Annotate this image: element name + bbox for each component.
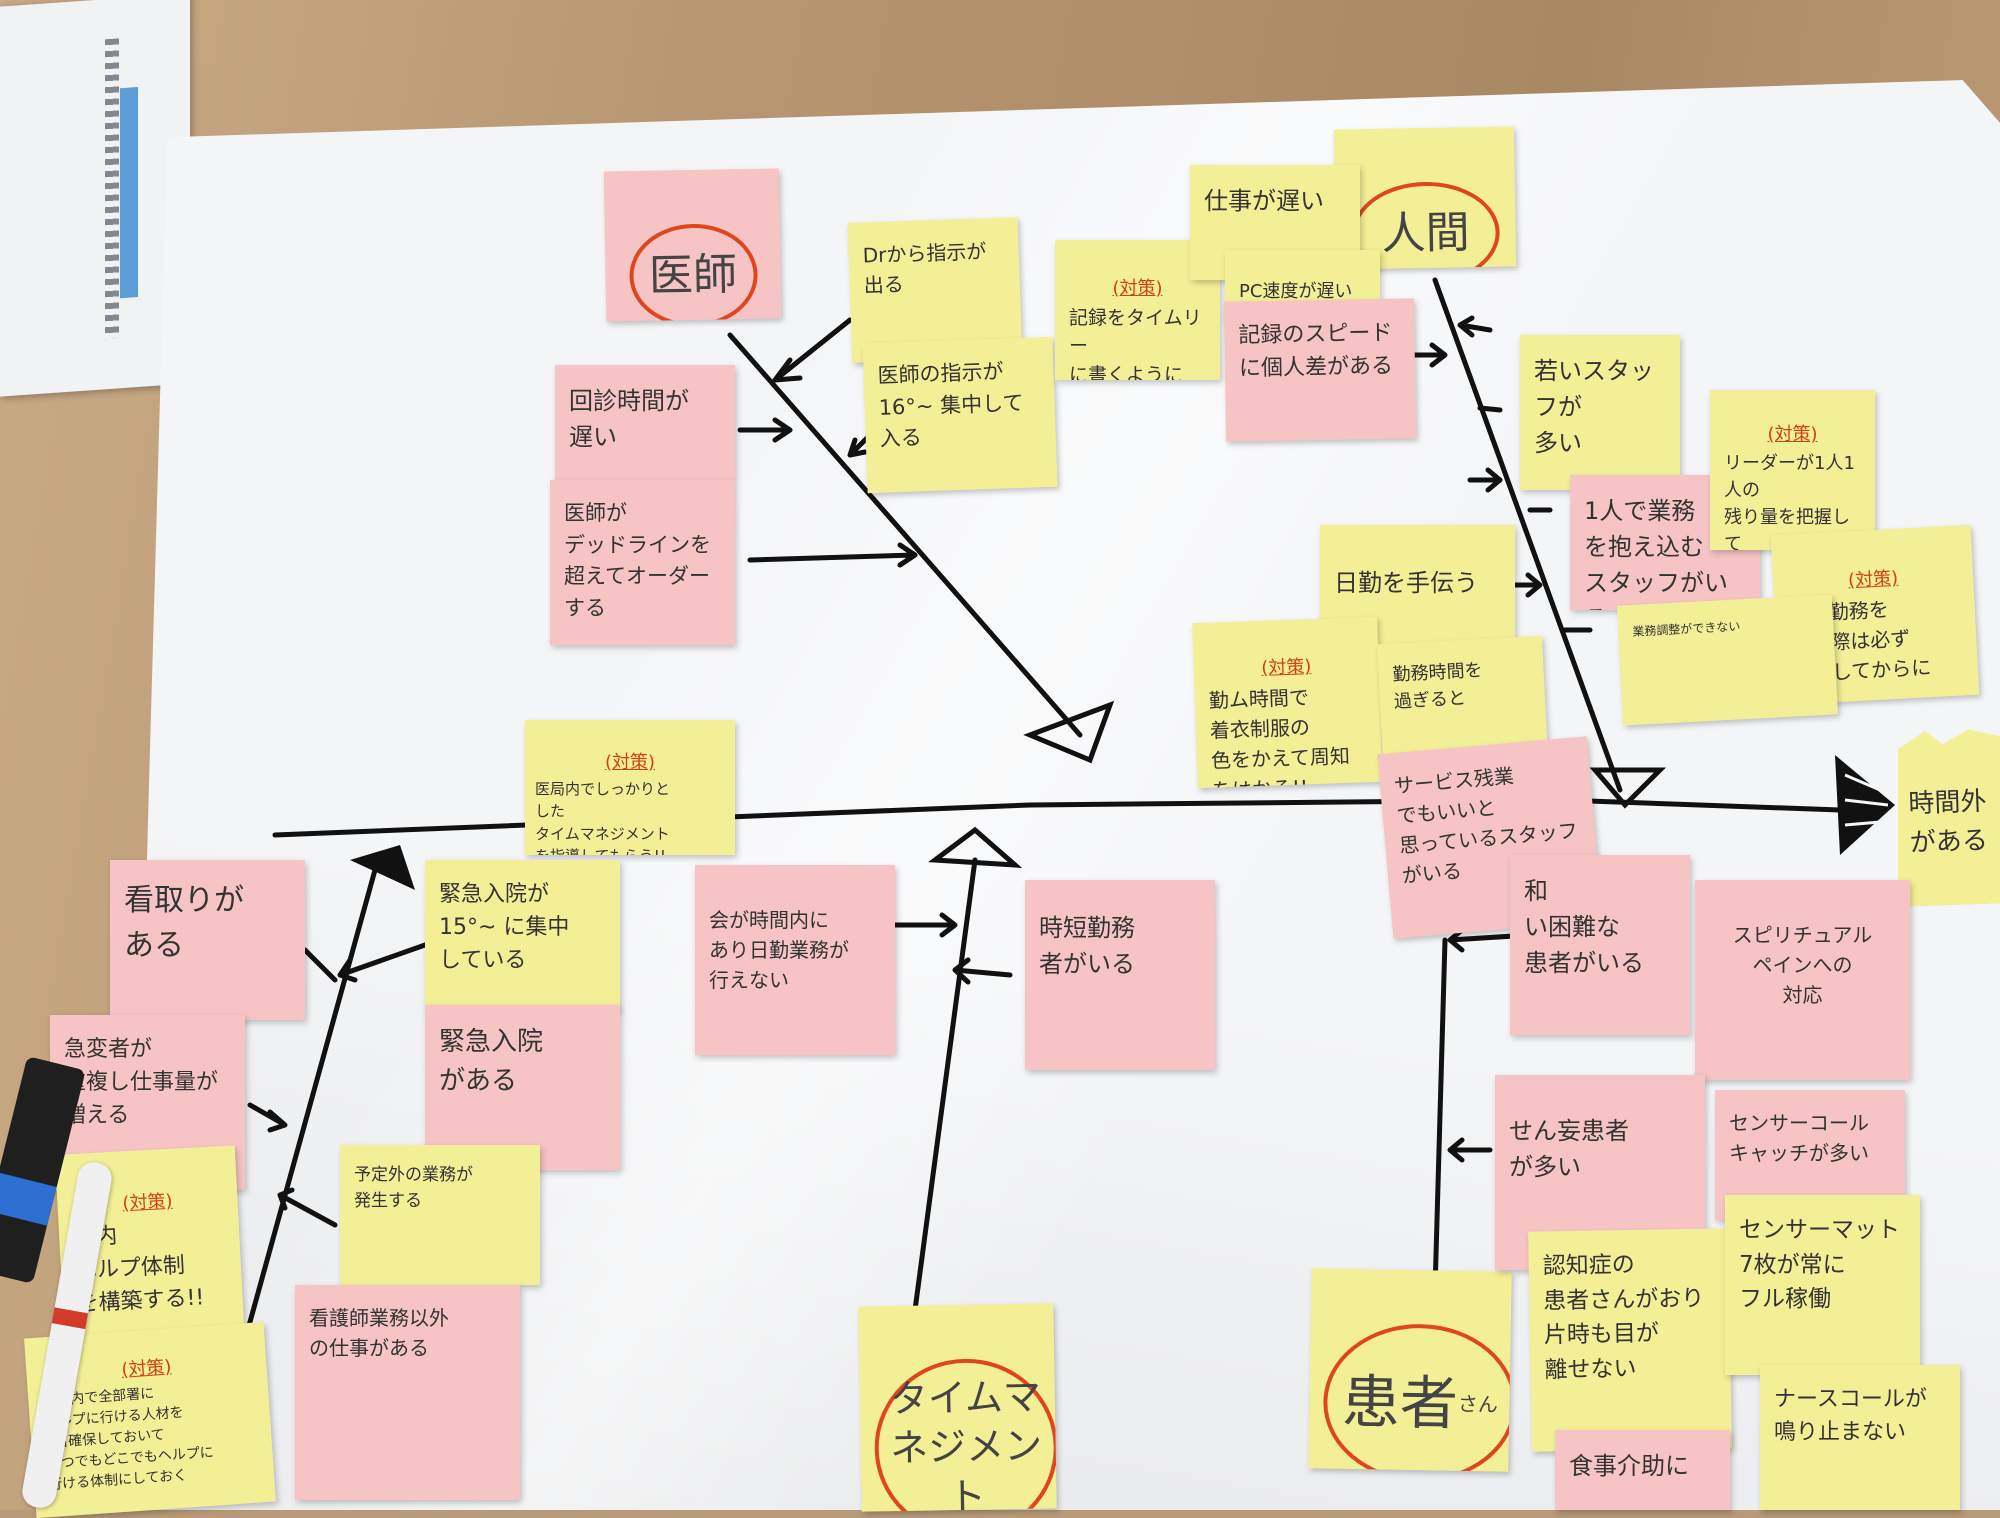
arrowhead-left-lower — [350, 845, 415, 890]
note-text: 看取りが ある — [124, 883, 244, 963]
note-nurse-call: ナースコールが 鳴り止まない — [1760, 1365, 1960, 1510]
note-sensor-mat: センサーマット 7枚が常に フル稼働 — [1725, 1195, 1920, 1375]
note-emergency-15: 緊急入院が 15°~ に集中 している — [425, 860, 620, 1010]
note-text: 医局内でしっかりと した タイムマネジメント を指導してもらう!! — [535, 780, 670, 856]
patient-suffix: さん — [1458, 1389, 1499, 1420]
note-difficult-patient: 和 い困難な 患者がいる — [1510, 855, 1690, 1035]
countermeasure-label: (対策) — [1069, 275, 1206, 302]
note-text: ナースコールが 鳴り止まない — [1774, 1387, 1927, 1445]
arrowhead-doctor — [1030, 705, 1110, 760]
note-text: 緊急入院が 15°~ に集中 している — [439, 882, 569, 973]
note-short-time: 時短勤務 者がいる — [1025, 880, 1215, 1070]
note-text: 医師の指示が 16°~ 集中して 入る — [877, 359, 1024, 450]
note-text: スピリチュアル ペインへの 対応 — [1733, 923, 1872, 1007]
note-meeting: 会が時間内に あり日勤業務が 行えない — [695, 865, 895, 1055]
countermeasure-label: (対策) — [1724, 421, 1861, 448]
note-rounds-late: 回診時間が 遅い — [555, 365, 735, 480]
note-unexpected-work: 予定外の業務が 発生する — [340, 1145, 540, 1285]
note-uniform: (対策)勤ム時間で 着衣制服の 色をかえて周知 をはかる!! 話しかけない!! — [1192, 617, 1383, 788]
note-other-work: 看護師業務以外 の仕事がある — [295, 1285, 520, 1500]
note-text: 認知症の 患者さんがおり 片時も目が 離せない — [1542, 1252, 1704, 1383]
countermeasure-label: (対策) — [1787, 562, 1960, 598]
note-record-speed: 記録のスピード に個人差がある — [1224, 298, 1416, 441]
spine-line — [275, 800, 1840, 835]
note-text: 予定外の業務が 発生する — [354, 1165, 473, 1211]
head-label: 時間外がある — [1908, 787, 1988, 859]
patient-label: 患者 — [1341, 1358, 1459, 1447]
note-meal-help: 食事介助に — [1555, 1430, 1730, 1510]
note-text: センサーコール キャッチが多い — [1729, 1111, 1869, 1165]
note-text: せん妄患者 が多い — [1509, 1117, 1629, 1181]
note-text: Drから指示が出る — [862, 239, 986, 297]
note-nursing-care: 看取りが ある — [110, 860, 305, 1020]
note-text: 勤ム時間で 着衣制服の 色をかえて周知 をはかる!! 話しかけない!! — [1208, 685, 1350, 788]
note-dr-concentrate: 医師の指示が 16°~ 集中して 入る — [862, 337, 1057, 494]
note-text: 時短勤務 者がいる — [1039, 914, 1135, 978]
note-text: 若いスタッフが 多い — [1534, 357, 1654, 457]
note-text: 記録のスピード に個人差がある — [1238, 321, 1393, 382]
category-note-human: 人間 — [1334, 126, 1516, 269]
time-management-label: タイムマネジメント — [873, 1357, 1057, 1511]
note-dr-deadline: 医師が デッドラインを 超えてオーダー する — [550, 480, 735, 645]
category-note-patient: 患者さん — [1308, 1268, 1511, 1471]
note-text: 勤務時間を 過ぎると — [1392, 660, 1483, 713]
note-text: 記録をタイムリー に書くように 指導していく — [1069, 307, 1202, 381]
note-ward-time-management: (対策) 医局内でしっかりと した タイムマネジメント を指導してもらう!! — [525, 720, 735, 855]
bone-patient — [1435, 940, 1445, 1290]
note-small-adjust: 業務調整ができない — [1617, 594, 1838, 725]
note-text: 食事介助に — [1569, 1452, 1689, 1480]
note-young-staff: 若いスタッフが 多い — [1520, 335, 1680, 490]
note-text: 医師が デッドラインを 超えてオーダー する — [564, 501, 711, 620]
note-text: 仕事が遅い — [1204, 187, 1324, 215]
note-text: 回診時間が 遅い — [569, 387, 689, 451]
category-note-time-management: タイムマネジメント — [858, 1303, 1057, 1511]
note-text: 和 い困難な 患者がいる — [1524, 877, 1644, 977]
doctor-label: 医師 — [628, 223, 758, 322]
note-text: 看護師業務以外 の仕事がある — [309, 1306, 449, 1360]
note-dementia: 認知症の 患者さんがおり 片時も目が 離せない — [1528, 1228, 1732, 1451]
countermeasure-label: (対策) — [535, 749, 725, 776]
countermeasure-label: (対策) — [1207, 651, 1365, 683]
note-text: 日勤を手伝う — [1334, 569, 1478, 597]
category-note-doctor: 医師 — [604, 168, 782, 321]
note-spiritual: スピリチュアル ペインへの 対応 — [1695, 880, 1910, 1080]
note-text: 会が時間内に あり日勤業務が 行えない — [709, 908, 849, 992]
note-text: 急変者が 重複し仕事量が 増える — [64, 1037, 218, 1128]
note-text: センサーマット 7枚が常に フル稼働 — [1739, 1217, 1900, 1312]
note-text: 業務調整ができない — [1632, 619, 1741, 639]
note-text: 緊急入院 がある — [439, 1027, 543, 1096]
note-leader: (対策)リーダーが1人1人の 残り量を把握して 全員で補完しな がら業務を配分 — [1710, 390, 1875, 550]
